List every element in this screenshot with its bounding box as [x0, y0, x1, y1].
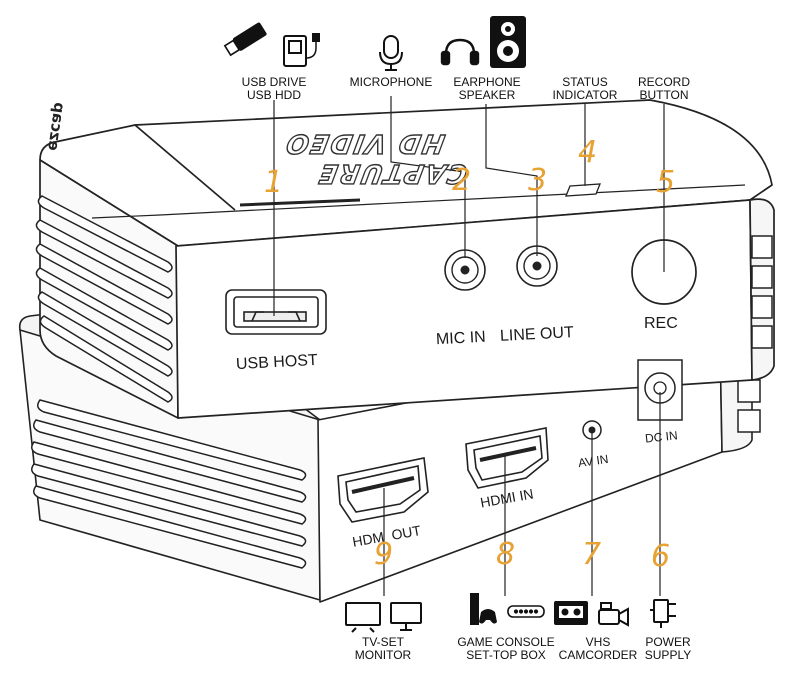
- line-out-label: LINE OUT: [499, 324, 575, 345]
- line-out-jack: [516, 245, 558, 287]
- callout-number-3: 3: [528, 163, 548, 198]
- headphones-icon: [440, 38, 480, 66]
- upper-box-fins: [35, 195, 773, 403]
- hard-drive-icon: [283, 33, 320, 67]
- callout-label-5: RECORD BUTTON: [637, 75, 690, 102]
- callout-number-6: 6: [651, 539, 671, 574]
- leader-3: [485, 104, 538, 256]
- callout-label-1: USB DRIVE USB HDD: [241, 75, 307, 102]
- callout-label-2: MICROPHONE: [349, 75, 433, 89]
- usb-host-port: [225, 289, 327, 335]
- callout-label-6: POWER SUPPLY: [644, 635, 692, 662]
- callout-number-2: 2: [452, 163, 472, 198]
- speaker-icon: [490, 16, 526, 68]
- vhs-tape-icon: [554, 601, 588, 625]
- camcorder-icon: [598, 602, 629, 627]
- mic-in-jack: [444, 249, 486, 291]
- mic-in-label: MIC IN: [435, 328, 487, 349]
- av-in-jack: [582, 420, 602, 440]
- callout-label-9: TV-SET MONITOR: [354, 635, 412, 662]
- usb-stick-icon: [223, 22, 267, 57]
- power-plug-icon: [650, 599, 676, 628]
- status-led: [565, 183, 601, 197]
- hdmi-in-port: [465, 427, 549, 489]
- game-console-icon: [470, 593, 497, 625]
- callout-number-4: 4: [578, 135, 598, 170]
- top-print-capture: CAPTURE: [315, 157, 471, 188]
- lower-box-fins: [31, 349, 761, 569]
- microphone-icon: [379, 35, 403, 71]
- leader-2: [390, 96, 466, 258]
- hdmi-out-port: [337, 457, 429, 523]
- callout-number-5: 5: [656, 165, 676, 200]
- callout-label-3: EARPHONE SPEAKER: [453, 75, 521, 102]
- callout-label-7: VHS CAMCORDER: [558, 635, 638, 662]
- top-print-hd-video: HD VIDEO: [282, 127, 448, 158]
- callout-number-7: 7: [582, 537, 602, 572]
- rec-label: REC: [644, 315, 678, 332]
- callout-label-8: GAME CONSOLE SET-TOP BOX: [457, 635, 555, 662]
- callout-label-4: STATUS INDICATOR: [552, 75, 618, 102]
- callout-number-9: 9: [374, 537, 394, 572]
- callout-number-1: 1: [264, 165, 284, 200]
- tv-icon: [345, 602, 381, 633]
- leader-lines: [273, 96, 665, 596]
- callout-number-8: 8: [496, 537, 516, 572]
- set-top-box-icon: [507, 605, 545, 618]
- monitor-icon: [390, 602, 422, 631]
